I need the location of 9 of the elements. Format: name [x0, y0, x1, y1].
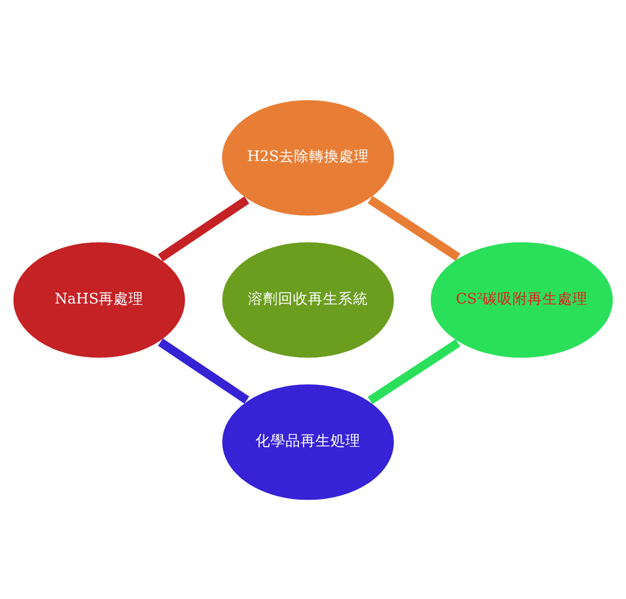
node-ellipse: 化學品再生処理 [220, 381, 396, 502]
connector [368, 338, 460, 404]
node-ellipse: 溶劑回收再生系統 [220, 239, 396, 360]
connector [158, 196, 250, 262]
node-ellipse: H2S去除轉換處理 [220, 97, 397, 218]
connector [368, 195, 460, 260]
node-ellipse: NaHS再處理 [10, 239, 188, 360]
node-ellipse: CS²碳吸附再生處理 [428, 239, 616, 360]
connector [158, 338, 250, 404]
